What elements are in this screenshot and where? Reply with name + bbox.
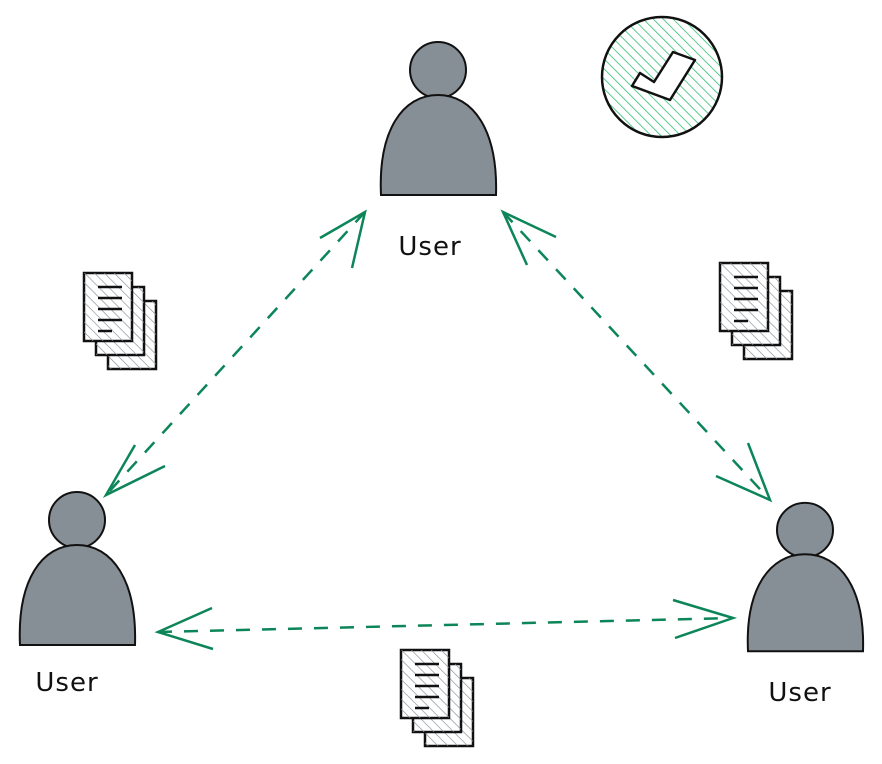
user-label-left: User xyxy=(35,668,99,698)
user-icon-right[interactable] xyxy=(746,501,865,653)
edge-top-right xyxy=(500,209,773,503)
user-label-top: User xyxy=(398,232,462,262)
user-icon-left[interactable] xyxy=(18,491,137,646)
document-stack-icon xyxy=(82,271,158,371)
edge-left-right xyxy=(154,598,738,651)
document-stack-icon xyxy=(718,261,794,361)
document-stack-icon xyxy=(399,648,475,748)
user-label-right: User xyxy=(768,678,832,708)
edge-top-left xyxy=(102,209,367,498)
user-icon-top[interactable] xyxy=(379,41,498,196)
check-circle-icon xyxy=(600,15,724,139)
